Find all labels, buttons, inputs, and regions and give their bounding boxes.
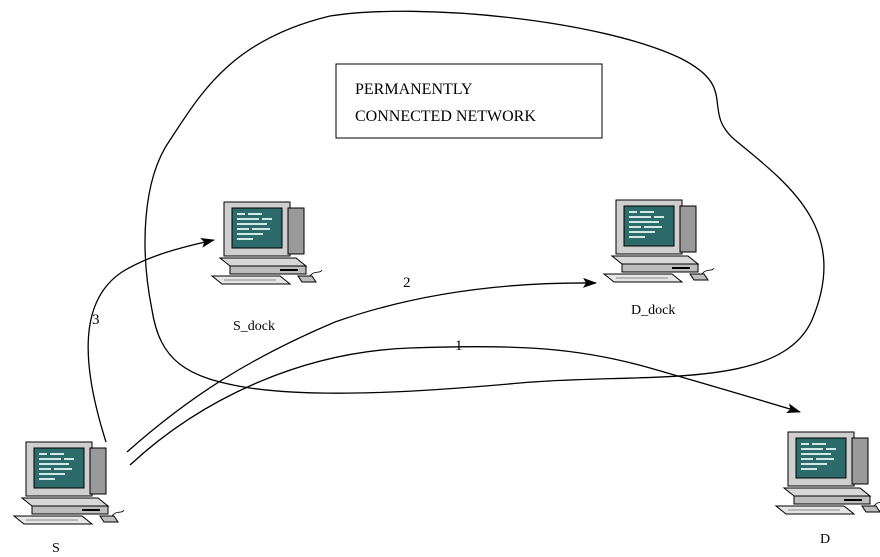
computer-icon: [211, 201, 323, 285]
network-boundary: [144, 10, 825, 394]
s-label: S: [52, 541, 60, 556]
network-label-line-1: PERMANENTLY: [355, 81, 473, 98]
d-dock-label: D_dock: [631, 303, 675, 318]
computer-icon: [775, 431, 880, 515]
s-dock-label: S_dock: [233, 319, 275, 334]
path-3-label: 3: [92, 312, 100, 328]
d-label: D: [820, 532, 830, 547]
path-1-label: 1: [455, 338, 463, 354]
computer-icon: [603, 199, 715, 283]
path-3-arrow: [87, 237, 215, 443]
path-2-label: 2: [403, 275, 411, 291]
computer-icon: [13, 441, 125, 525]
path-1-arrow: [129, 345, 801, 466]
path-2-arrow: [126, 277, 597, 453]
network-label-line-2: CONNECTED NETWORK: [355, 108, 536, 125]
network-label-box: [335, 63, 603, 139]
